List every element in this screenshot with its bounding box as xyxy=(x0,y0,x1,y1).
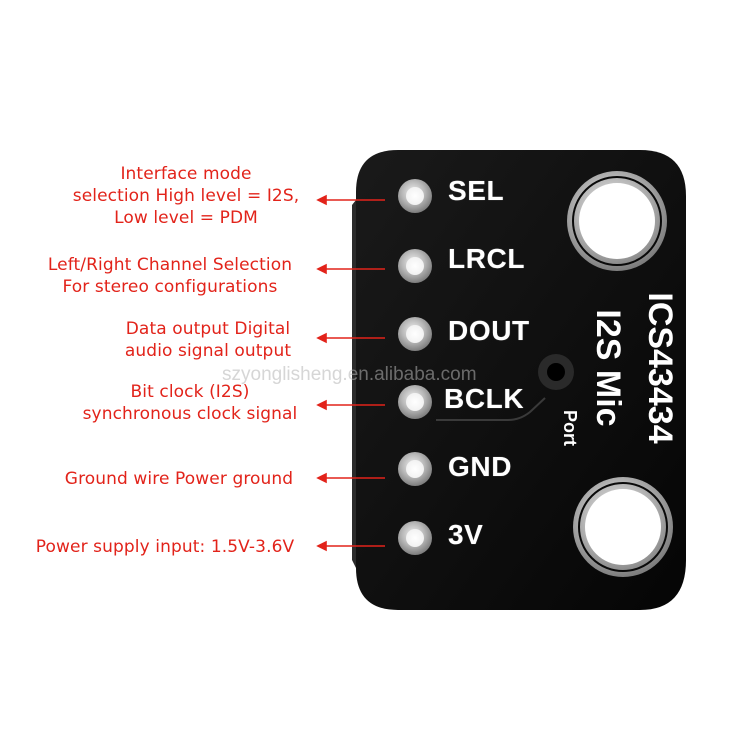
pin-pads xyxy=(398,179,432,555)
pin-label-sel: SEL xyxy=(448,175,505,206)
annotation-3v: Power supply input: 1.5V-3.6V xyxy=(20,536,310,558)
pin-pad-bclk xyxy=(398,385,432,419)
chip-name-label: ICS43434 xyxy=(641,292,679,444)
pin-pad-sel xyxy=(398,179,432,213)
mic-port-hole xyxy=(538,354,574,390)
annotation-bclk-line-1: Bit clock (I2S) xyxy=(130,382,250,402)
pin-label-3v: 3V xyxy=(448,519,484,550)
mounting-hole-bottom xyxy=(573,477,673,577)
annotation-arrows xyxy=(316,194,385,552)
annotation-sel: Interface mode selection High level = I2… xyxy=(58,163,314,229)
annotation-dout-line-2: audio signal output xyxy=(124,341,292,361)
annotation-lrcl-line-2: For stereo configurations xyxy=(62,277,278,297)
annotation-sel-line-3: Low level = PDM xyxy=(114,208,258,228)
pin-pad-dout xyxy=(398,317,432,351)
pin-label-dout: DOUT xyxy=(448,315,530,346)
watermark-text: szyonglisheng.en.alibaba.com xyxy=(222,364,477,385)
annotation-gnd-line-1: Ground wire Power ground xyxy=(64,469,294,489)
pin-pad-3v xyxy=(398,521,432,555)
annotation-bclk: Bit clock (I2S) synchronous clock signal xyxy=(70,381,310,425)
annotation-dout-line-1: Data output Digital xyxy=(125,319,291,339)
annotation-bclk-line-2: synchronous clock signal xyxy=(82,404,298,424)
mounting-hole-top xyxy=(567,171,667,271)
pin-pad-gnd xyxy=(398,452,432,486)
annotation-sel-line-1: Interface mode xyxy=(120,164,252,184)
chip-desc-label: I2S Mic xyxy=(589,309,627,427)
annotation-gnd: Ground wire Power ground xyxy=(48,468,310,490)
annotation-lrcl-line-1: Left/Right Channel Selection xyxy=(47,255,293,275)
port-label: Port xyxy=(560,410,580,446)
annotation-3v-line-1: Power supply input: 1.5V-3.6V xyxy=(35,537,295,557)
pin-label-gnd: GND xyxy=(448,451,513,482)
pin-label-lrcl: LRCL xyxy=(448,243,526,274)
annotation-sel-line-2: selection High level = I2S, xyxy=(72,186,300,206)
annotation-dout: Data output Digital audio signal output xyxy=(106,318,310,362)
pin-label-bclk: BCLK xyxy=(444,383,525,414)
pin-pad-lrcl xyxy=(398,249,432,283)
annotation-lrcl: Left/Right Channel Selection For stereo … xyxy=(22,254,318,298)
